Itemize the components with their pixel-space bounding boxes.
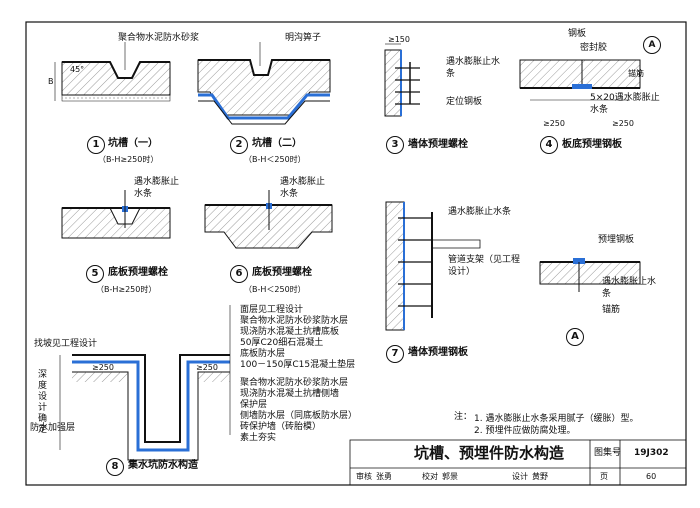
dim-250-8b: ≥250 <box>196 363 218 372</box>
atlas-label: 图集号 <box>594 448 622 458</box>
layer-top-2: 聚合物水泥防水砂浆防水层 <box>240 316 349 326</box>
detail-4-title: 板底预埋钢板 <box>562 139 622 150</box>
detail-5-number: 5 <box>86 265 104 283</box>
dim-250-left-4: ≥250 <box>543 119 565 128</box>
page-number: 60 <box>646 472 657 481</box>
page-label: 页 <box>600 472 608 481</box>
detail-6-sub: （B-H＜250时） <box>244 285 306 294</box>
detail-4-number: 4 <box>540 136 558 154</box>
detail-3-drawing <box>384 43 420 117</box>
detail-6-drawing <box>204 190 333 249</box>
label-depth: 深度设计确定 <box>38 370 48 435</box>
note-1: 1. 遇水膨胀止水条采用腻子（缓胀）型。 <box>474 414 639 424</box>
detail-8-drawing <box>59 305 231 461</box>
label-polymer-mortar: 聚合物水泥防水砂浆 <box>118 33 200 43</box>
detail-1-sub: （B-H≥250时） <box>98 155 159 164</box>
detail-7-drawing <box>385 201 481 331</box>
notes-prefix: 注： <box>454 412 473 422</box>
label-sealant: 密封胶 <box>580 43 608 53</box>
detail-3-title: 墙体预埋螺栓 <box>408 139 468 150</box>
layer-bottom-2: 现浇防水混凝土抗槽侧墙 <box>240 389 340 399</box>
detail-1-drawing <box>54 42 171 102</box>
checker: 郭景 <box>442 472 458 481</box>
title-block-lines <box>349 439 687 486</box>
layer-bottom-3: 保护层 <box>240 400 268 410</box>
check-label: 校对 <box>422 472 438 481</box>
detail-a-number: A <box>566 328 584 346</box>
label-reinforce-layer: 防水加强层 <box>30 423 76 433</box>
detail-7-number: 7 <box>386 345 404 363</box>
dim-45: 45° <box>70 65 85 74</box>
label-pipe-support: 管道支架（见工程设计） <box>448 255 521 277</box>
design-label: 设计 <box>512 472 528 481</box>
label-positioning-plate: 定位钢板 <box>446 97 483 107</box>
detail-6-title: 底板预埋螺栓 <box>252 267 312 278</box>
review-label: 审核 <box>356 472 372 481</box>
label-anchor-a: 锚筋 <box>602 305 621 315</box>
detail-3-number: 3 <box>386 136 404 154</box>
detail-a-ref: A <box>643 36 661 54</box>
detail-7-title: 墙体预埋钢板 <box>408 347 468 358</box>
label-swell-strip-a: 遇水膨胀止水条 <box>602 277 657 299</box>
label-swell-strip-6: 遇水膨胀止水条 <box>280 177 326 199</box>
label-swell-strip-size: 5×20遇水膨胀止水条 <box>590 93 660 115</box>
detail-2-sub: （B-H＜250时） <box>244 155 306 164</box>
layer-bottom-4: 侧墙防水层（同底板防水层） <box>240 411 358 421</box>
detail-5-drawing <box>61 190 171 239</box>
label-embed-plate: 预埋钢板 <box>598 235 635 245</box>
sheet-title: 坑槽、预埋件防水构造 <box>414 444 565 462</box>
atlas-number: 19J302 <box>634 448 669 458</box>
dim-250-8a: ≥250 <box>92 363 114 372</box>
designer: 黄野 <box>532 472 548 481</box>
layer-top-1: 面层见工程设计 <box>240 305 304 315</box>
detail-8-number: 8 <box>106 458 124 476</box>
label-anchor-4: 锚筋 <box>628 69 644 78</box>
label-swell-strip-7: 遇水膨胀止水条 <box>448 207 512 217</box>
layer-top-4: 50厚C20细石混凝土 <box>240 338 324 348</box>
layer-top-3: 现浇防水混凝土抗槽底板 <box>240 327 340 337</box>
detail-2-drawing <box>197 42 331 125</box>
detail-4-drawing <box>519 59 641 101</box>
note-2: 2. 预埋件应做防腐处理。 <box>474 426 576 436</box>
layer-bottom-1: 聚合物水泥防水砂浆防水层 <box>240 378 349 388</box>
label-slope: 找坡见工程设计 <box>34 339 98 349</box>
detail-8-title: 集水坑防水构造 <box>128 460 198 471</box>
detail-5-title: 底板预埋螺栓 <box>108 267 168 278</box>
label-swell-strip-3: 遇水膨胀止水条 <box>446 57 501 79</box>
dim-b: B <box>48 77 54 86</box>
detail-1-number: 1 <box>87 136 105 154</box>
detail-5-sub: （B-H≥250时） <box>96 285 157 294</box>
notes-list: 1. 遇水膨胀止水条采用腻子（缓胀）型。 2. 预埋件应做防腐处理。 <box>474 413 638 437</box>
label-swell-strip-5: 遇水膨胀止水条 <box>134 177 180 199</box>
dim-250-right-4: ≥250 <box>612 119 634 128</box>
label-trench-grate: 明沟箅子 <box>285 33 322 43</box>
layer-bottom-6: 素土夯实 <box>240 433 277 443</box>
detail-2-title: 坑槽（二） <box>252 138 302 149</box>
dim-150: ≥150 <box>388 35 410 44</box>
label-steel-plate: 钢板 <box>568 29 587 39</box>
detail-6-number: 6 <box>230 265 248 283</box>
detail-2-number: 2 <box>230 136 248 154</box>
layers-top: 面层见工程设计 聚合物水泥防水砂浆防水层 现浇防水混凝土抗槽底板 50厚C20细… <box>240 305 355 371</box>
detail-a-drawing <box>539 258 641 292</box>
layer-top-5: 底板防水层 <box>240 349 286 359</box>
layer-bottom-5: 砖保护墙（砖胎模） <box>240 422 322 432</box>
layers-bottom: 聚合物水泥防水砂浆防水层 现浇防水混凝土抗槽侧墙 保护层 侧墙防水层（同底板防水… <box>240 378 357 444</box>
reviewer: 张勇 <box>376 472 392 481</box>
detail-1-title: 坑槽（一） <box>108 138 158 149</box>
layer-top-6: 100－150厚C15混凝土垫层 <box>240 360 356 370</box>
